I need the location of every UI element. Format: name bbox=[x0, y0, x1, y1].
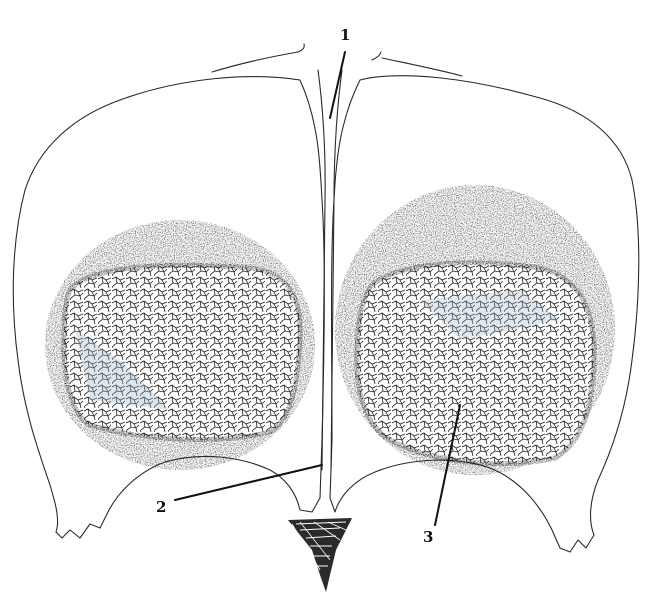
top-edge-right bbox=[382, 58, 462, 76]
leader-line-2 bbox=[175, 465, 322, 500]
top-edge-left bbox=[212, 52, 298, 72]
sagittal-suture-right bbox=[331, 70, 342, 470]
nasal-spine bbox=[288, 518, 352, 592]
top-tip-right bbox=[372, 52, 381, 60]
left-frontal-sinus bbox=[64, 265, 301, 439]
label-2: 2 bbox=[156, 498, 166, 516]
label-1: 1 bbox=[340, 26, 350, 44]
sagittal-suture bbox=[318, 70, 325, 470]
right-frontal-sinus bbox=[357, 263, 594, 464]
top-tip-left bbox=[298, 44, 304, 52]
label-3: 3 bbox=[423, 528, 433, 546]
